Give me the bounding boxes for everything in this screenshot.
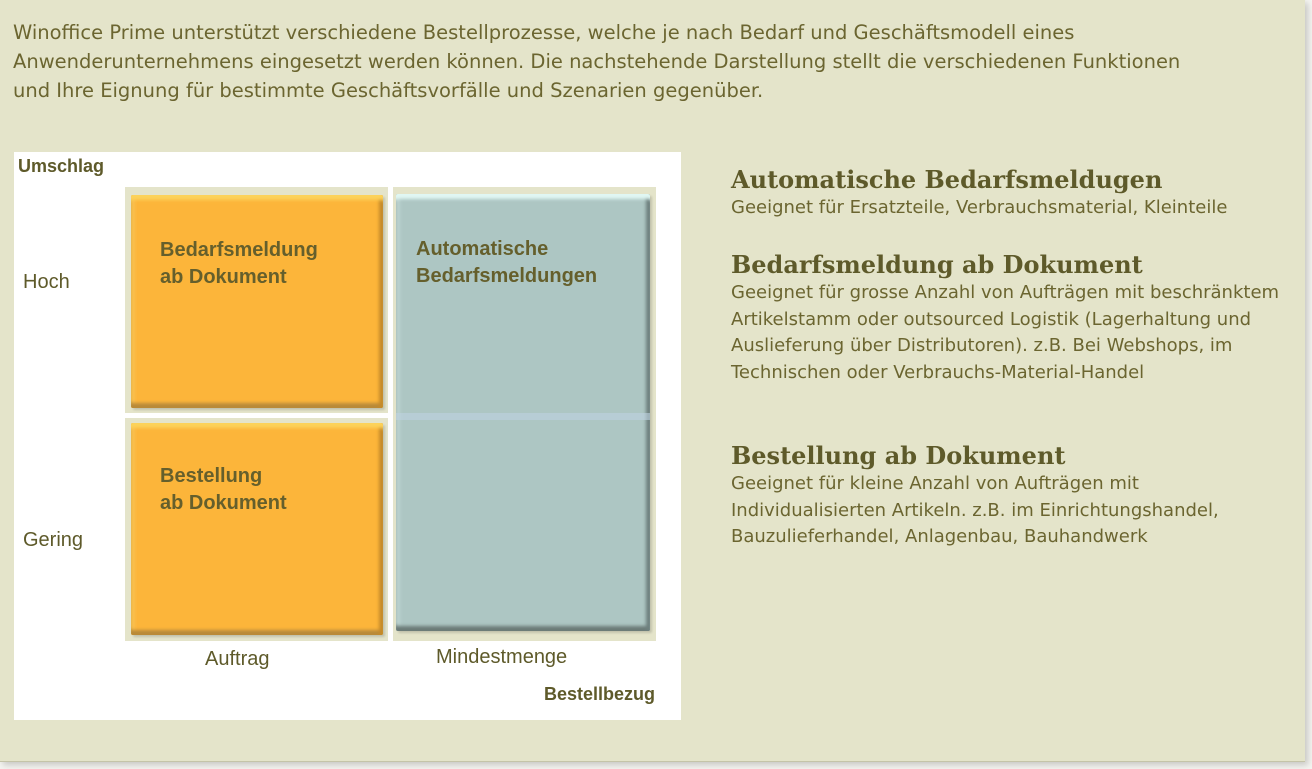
section-title: Automatische Bedarfsmeldugen (731, 165, 1163, 194)
y-axis-label: Umschlag (18, 156, 105, 176)
section-bestellung-ab-dokument: Bestellung ab Dokument Geeignet für klei… (731, 441, 1261, 551)
section-automatische-bedarfsmeldungen: Automatische Bedarfsmeldugen Geeignet fü… (731, 165, 1301, 222)
tile-divider (396, 413, 650, 420)
section-title: Bedarfsmeldung ab Dokument (731, 250, 1143, 279)
section-text: Geeignet für Ersatzteile, Verbrauchsmate… (731, 197, 1228, 218)
section-text: Geeignet für grosse Anzahl von Aufträgen… (731, 282, 1280, 383)
tile-bedarfsmeldung-ab-dokument: Bedarfsmeldung ab Dokument (131, 195, 383, 408)
intro-text: Winoffice Prime unterstützt verschiedene… (13, 21, 1181, 102)
x-left-label: Auftrag (205, 648, 270, 670)
tile-bestellung-ab-dokument: Bestellung ab Dokument (131, 423, 383, 635)
x-axis-label: Bestellbezug (544, 684, 656, 704)
tile-title-line: Bestellung (160, 465, 263, 487)
section-title: Bestellung ab Dokument (731, 441, 1066, 470)
x-right-label: Mindestmenge (436, 646, 568, 668)
tile-title-line: ab Dokument (160, 266, 287, 288)
y-low-label: Gering (23, 529, 84, 551)
order-process-matrix: Umschlag Hoch Gering Auftrag Mindestmeng… (14, 152, 681, 720)
tile-title-line: Automatische (416, 238, 549, 260)
section-bedarfsmeldung-ab-dokument: Bedarfsmeldung ab Dokument Geeignet für … (731, 250, 1291, 386)
tile-title-line: ab Dokument (160, 492, 287, 514)
tile-title-line: Bedarfsmeldungen (416, 265, 598, 287)
tile-title-line: Bedarfsmeldung (160, 239, 318, 261)
section-text: Geeignet für kleine Anzahl von Aufträgen… (731, 473, 1219, 547)
y-high-label: Hoch (23, 271, 70, 293)
